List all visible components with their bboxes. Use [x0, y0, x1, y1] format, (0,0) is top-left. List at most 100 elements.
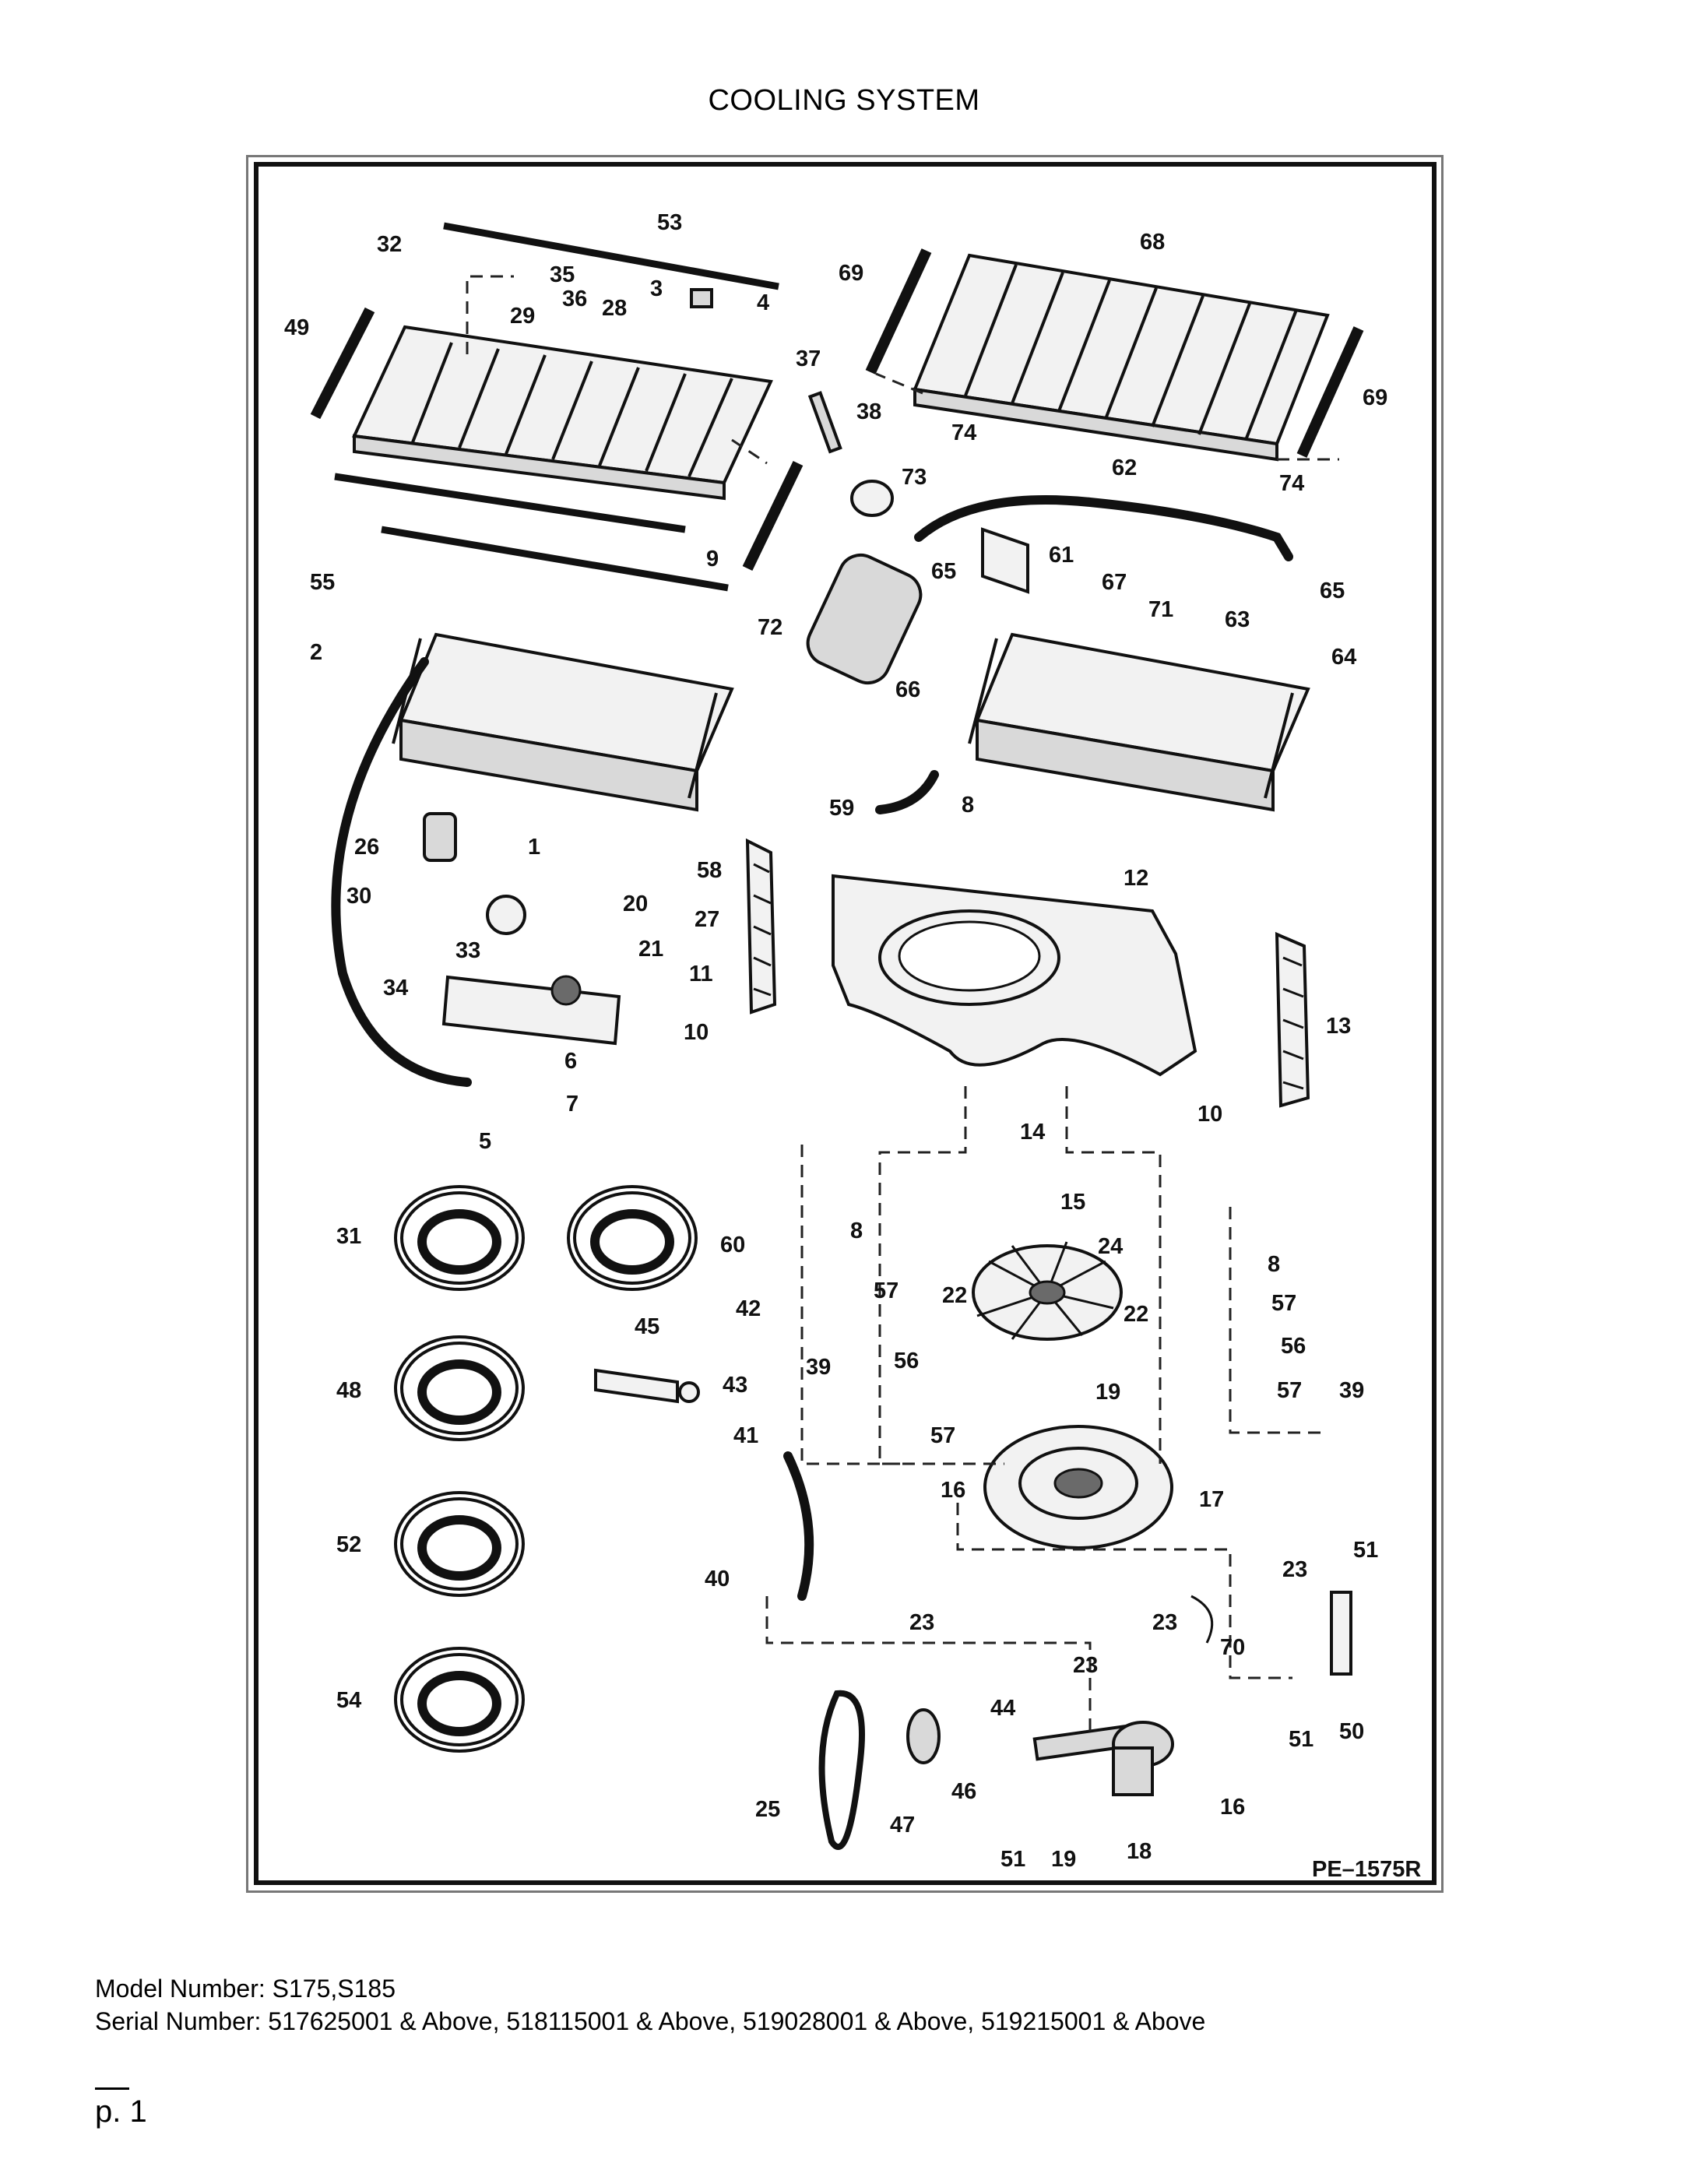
callout: 66	[895, 677, 920, 702]
callout: 30	[346, 884, 371, 909]
hose-59	[875, 770, 939, 814]
hose-coil-31	[394, 1185, 525, 1291]
overflow-hose-62	[914, 495, 1293, 561]
callout: 59	[829, 796, 854, 821]
seal-69-right	[1296, 326, 1364, 458]
callout: 22	[1124, 1302, 1148, 1327]
callout: 11	[689, 962, 713, 986]
callout: 45	[635, 1314, 659, 1339]
callout: 56	[894, 1349, 919, 1373]
callout: 40	[705, 1567, 730, 1591]
callout: 29	[510, 304, 535, 329]
bracket-34	[441, 895, 621, 1046]
oil-cooler-1	[392, 632, 734, 862]
callout: 44	[990, 1696, 1015, 1721]
callout: 74	[1279, 471, 1304, 496]
callout: 3	[650, 276, 663, 301]
callout: 13	[1326, 1014, 1351, 1039]
radiator-71	[968, 632, 1310, 812]
callout: 69	[1363, 385, 1387, 410]
tube-45	[594, 1368, 700, 1404]
callout: 1	[528, 835, 540, 860]
callout: 57	[930, 1423, 955, 1448]
callout: 42	[736, 1296, 761, 1321]
callout: 21	[638, 937, 663, 962]
callout: 7	[566, 1092, 578, 1117]
bracket-50	[1330, 1591, 1352, 1676]
callout: 20	[623, 892, 648, 916]
seal-69-left	[865, 248, 932, 375]
callout: 19	[1095, 1380, 1120, 1405]
callout: 22	[942, 1283, 967, 1308]
callout: 65	[1320, 579, 1345, 603]
hose-coil-48	[394, 1335, 525, 1441]
callout: 57	[1271, 1291, 1296, 1316]
callout: 23	[1152, 1610, 1177, 1635]
callout: 17	[1199, 1487, 1224, 1512]
callout: 8	[850, 1219, 863, 1243]
callout: 51	[1000, 1847, 1025, 1872]
coolant-bottle	[806, 480, 923, 685]
fan-shroud	[832, 874, 1197, 1077]
callout: 68	[1140, 230, 1165, 255]
callout: 4	[757, 290, 769, 315]
callout: 49	[284, 315, 309, 340]
screen-11	[745, 838, 777, 1015]
belt-25	[818, 1690, 865, 1850]
callout: 38	[856, 399, 881, 424]
callout: 67	[1102, 570, 1127, 595]
callout: 14	[1020, 1120, 1045, 1145]
cable-41	[783, 1451, 814, 1601]
callout: 69	[839, 261, 863, 286]
callout: 36	[562, 287, 587, 311]
callout: 51	[1289, 1727, 1313, 1752]
bracket-3	[690, 288, 713, 308]
seal-strip-53-top	[443, 222, 779, 290]
callout: 48	[336, 1378, 361, 1403]
oil-cooler-frame	[352, 325, 773, 501]
callout: 23	[1073, 1653, 1098, 1678]
bracket-61	[981, 527, 1029, 594]
callout: 24	[1098, 1234, 1123, 1259]
callout: 28	[602, 296, 627, 321]
page-title: COOLING SYSTEM	[708, 84, 980, 117]
page-number: p. 1	[95, 2094, 147, 2129]
callout: 72	[758, 615, 782, 640]
callout: 34	[383, 976, 408, 1001]
callout: 23	[909, 1610, 934, 1635]
callout: 18	[1127, 1839, 1152, 1864]
reservoir-26	[423, 812, 457, 862]
callout: 25	[755, 1797, 780, 1822]
callout: 71	[1148, 597, 1173, 622]
callout: 16	[1220, 1795, 1245, 1820]
callout: 9	[706, 547, 719, 571]
hose-coil-52	[394, 1491, 525, 1597]
callout: 2	[310, 640, 322, 665]
callout: 16	[941, 1478, 965, 1503]
callout: 39	[806, 1355, 831, 1380]
diagram-border	[254, 162, 1437, 1885]
seal-49-right	[742, 460, 804, 571]
callout: 39	[1339, 1378, 1364, 1403]
callout: 47	[890, 1813, 915, 1838]
callout: 62	[1112, 455, 1137, 480]
guard-70	[1190, 1595, 1214, 1644]
seal-strip-9	[334, 473, 686, 533]
drawing-number: PE–1575R	[1312, 1857, 1421, 1882]
page-rule	[95, 2087, 129, 2090]
callout: 63	[1225, 607, 1250, 632]
seal-strip-53-bottom	[381, 526, 729, 592]
callout: 37	[796, 346, 821, 371]
callout: 12	[1124, 866, 1148, 891]
hose-coil-60	[567, 1185, 698, 1291]
rear-grille	[913, 253, 1330, 462]
callout: 15	[1060, 1190, 1085, 1215]
callout: 43	[723, 1373, 747, 1398]
seal-49-left	[310, 307, 375, 420]
callout: 8	[962, 793, 974, 818]
callout: 74	[951, 420, 976, 445]
callout: 10	[1197, 1102, 1222, 1127]
callout: 52	[336, 1532, 361, 1557]
callout: 60	[720, 1233, 745, 1257]
callout: 53	[657, 210, 682, 235]
